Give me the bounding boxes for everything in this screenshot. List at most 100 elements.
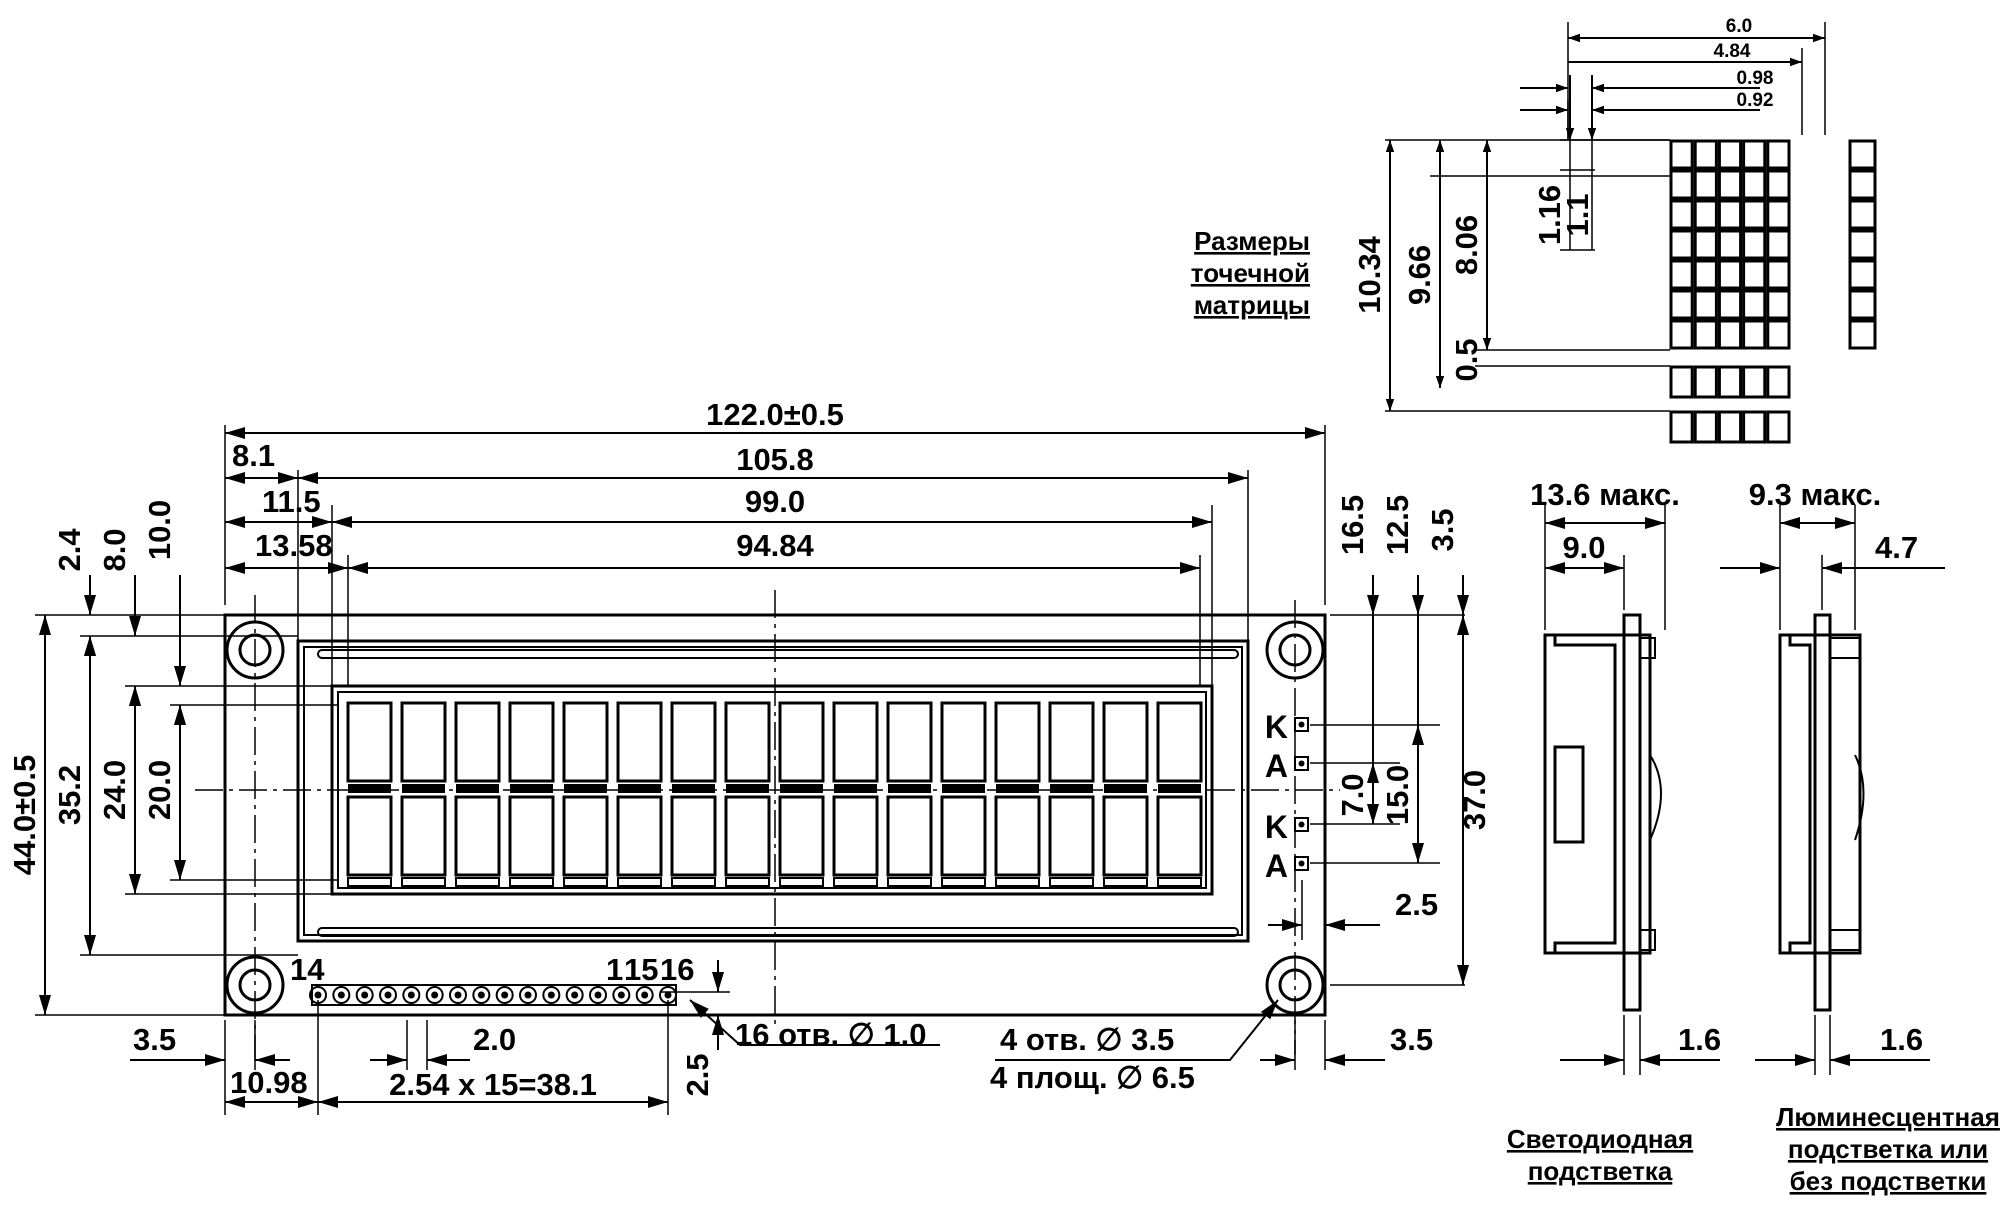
matrix-dot: [1766, 365, 1791, 399]
dim-122: 122.0±0.5: [706, 397, 844, 432]
cursor-line: [834, 784, 877, 793]
char-cell-row2: [940, 795, 987, 877]
dim-37-0: 37.0: [1457, 770, 1492, 830]
char-cell-row1: [832, 701, 879, 783]
pin-hole: [524, 991, 532, 999]
cursor-line: [725, 877, 770, 887]
cursor-line: [509, 877, 554, 887]
svg-text:точечной: точечной: [1191, 258, 1310, 288]
pin-hole: [407, 991, 415, 999]
pin-row: [309, 984, 677, 1006]
char-cell-row1: [886, 701, 933, 783]
cursor-line: [888, 784, 931, 793]
dim-9-66: 9.66: [1402, 245, 1437, 305]
matrix-dot: [1717, 229, 1743, 260]
char-cell-row2: [1048, 795, 1095, 877]
pin-label-1: 1: [606, 952, 623, 987]
char-cell-row1: [670, 701, 717, 783]
caption-el: Люминесцентная подстветка или без подств…: [1776, 1102, 2000, 1196]
matrix-dot: [1766, 410, 1791, 444]
svg-text:подстветка или: подстветка или: [1788, 1134, 1988, 1164]
char-cell-row1: [346, 701, 393, 783]
dim-2-4: 2.4: [52, 528, 87, 572]
pin-hole: [594, 991, 602, 999]
matrix-dot: [1717, 169, 1743, 200]
matrix-dot: [1669, 259, 1694, 290]
matrix-dot: [1742, 139, 1767, 170]
cursor-line: [1157, 877, 1202, 887]
pin-hole: [547, 991, 555, 999]
char-cell-row1: [1048, 701, 1095, 783]
dim-0-5: 0.5: [1449, 338, 1484, 381]
pin-hole: [571, 991, 579, 999]
matrix-dot: [1742, 289, 1767, 320]
dim-12-5: 12.5: [1380, 495, 1415, 555]
matrix-dot: [1766, 139, 1791, 170]
dot-matrix-detail: 6.0 4.84 0.98 0.92 10.34 9.66 8.06 0.5 1…: [1191, 16, 1877, 444]
matrix-dot: [1766, 169, 1791, 200]
cursor-line: [671, 877, 716, 887]
char-cell-row1: [508, 701, 555, 783]
char-cell-row2: [832, 795, 879, 877]
dim-1-1: 1.1: [1560, 193, 1595, 236]
svg-text:Светодиодная: Светодиодная: [1507, 1124, 1693, 1154]
pin-hole: [337, 991, 345, 999]
matrix-dot: [1766, 229, 1791, 260]
matrix-dot: [1693, 289, 1718, 320]
cursor-line: [455, 877, 500, 887]
bezel-outline: [296, 639, 1250, 943]
dim-24-0: 24.0: [97, 760, 132, 820]
matrix-dot: [1693, 365, 1718, 399]
cursor-line: [402, 784, 445, 793]
pin-hole: [384, 991, 392, 999]
cursor-line: [563, 877, 608, 887]
pin-label-16: 16: [660, 952, 694, 987]
pin: [519, 986, 537, 1004]
cursor-line: [996, 784, 1039, 793]
pin: [449, 986, 467, 1004]
matrix-dot: [1669, 365, 1694, 399]
pin: [472, 986, 491, 1004]
matrix-dot: [1693, 139, 1718, 170]
cursor-line: [347, 877, 392, 887]
dim-2-5-right: 2.5: [1395, 887, 1438, 922]
matrix-dot: [1766, 319, 1791, 350]
dim-led-13-6: 13.6 макс.: [1530, 477, 1680, 512]
pin-label-15: 15: [624, 952, 658, 987]
pin-hole: [641, 991, 649, 999]
matrix-dot: [1669, 199, 1694, 230]
dim-el-9-3: 9.3 макс.: [1749, 477, 1881, 512]
char-cell-row1: [994, 701, 1041, 783]
matrix-dot: [1742, 259, 1767, 290]
pin: [355, 986, 374, 1004]
matrix-dot: [1717, 410, 1743, 444]
cursor-line: [1050, 784, 1093, 793]
cursor-line: [564, 784, 607, 793]
pin-hole: [314, 991, 322, 999]
matrix-dot: [1717, 319, 1743, 350]
char-cell-row2: [508, 795, 555, 877]
note-16-holes: 16 отв. ∅ 1.0: [735, 1017, 926, 1052]
pin-hole: [477, 991, 485, 999]
dim-10-98: 10.98: [230, 1065, 308, 1100]
matrix-dot: [1693, 169, 1718, 200]
cursor-line: [510, 784, 553, 793]
char-cell-row2: [1102, 795, 1149, 877]
matrix-dot: [1742, 410, 1767, 444]
pin-label-14: 14: [290, 952, 325, 987]
cursor-line: [942, 784, 985, 793]
char-cell-row2: [454, 795, 501, 877]
cursor-line: [401, 877, 446, 887]
matrix-dot: [1848, 199, 1877, 230]
pin: [542, 986, 561, 1004]
char-cell-row2: [562, 795, 609, 877]
dim-led-9-0: 9.0: [1562, 530, 1605, 565]
cursor-line: [779, 877, 824, 887]
matrix-dot: [1669, 319, 1694, 350]
char-cell-row1: [778, 701, 825, 783]
matrix-dot: [1848, 169, 1877, 200]
dim-35-2: 35.2: [52, 765, 87, 825]
pin: [612, 986, 631, 1004]
matrix-dot: [1717, 199, 1743, 230]
matrix-dot: [1693, 319, 1718, 350]
